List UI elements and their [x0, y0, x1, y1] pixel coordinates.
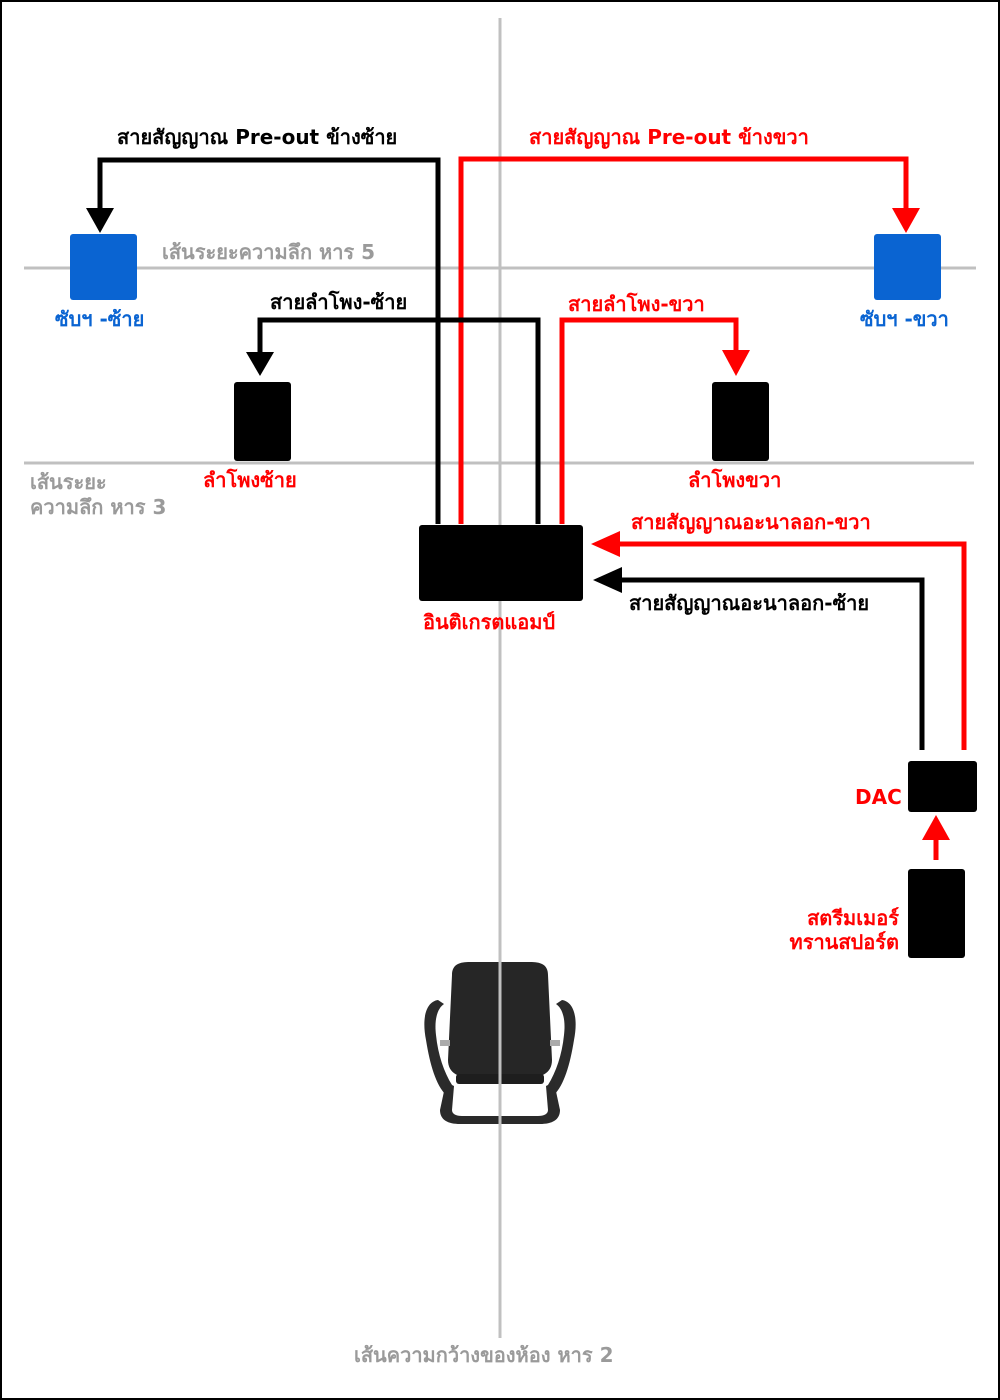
speaker-right-cable-label: สายลำโพง-ขวา [568, 292, 705, 316]
speaker-right-arrowhead [722, 350, 750, 376]
speaker-left-cable [257, 317, 541, 524]
preout-right-cable-label: สายสัญญาณ Pre-out ข้างขวา [529, 125, 809, 149]
preout-left-cable-label: สายสัญญาณ Pre-out ข้างซ้าย [117, 125, 398, 149]
streamer-to-dac-arrowhead [922, 815, 950, 840]
speaker-left-cable-label: สายลำโพง-ซ้าย [270, 290, 408, 314]
speaker-left-label: ลำโพงซ้าย [203, 468, 297, 492]
preout-right-arrowhead [892, 208, 920, 233]
preout-right-cable [458, 156, 909, 524]
dac-device [908, 761, 977, 812]
subwoofer-right [874, 234, 941, 300]
depth-3-guide-label-line2: ความลึก หาร 3 [30, 495, 167, 519]
speaker-right-label: ลำโพงขวา [688, 468, 782, 492]
analog-right-cable-label: สายสัญญาณอะนาลอก-ขวา [631, 510, 871, 534]
speaker-left [234, 382, 291, 461]
preout-left-cable [97, 157, 441, 524]
speaker-right [712, 382, 769, 461]
dac-label: DAC [855, 785, 902, 809]
preout-left-arrowhead [86, 208, 114, 233]
analog-right-cable [616, 541, 967, 750]
integrated-amp [419, 525, 583, 601]
streamer-label-line1: สตรีมเมอร์ [807, 906, 899, 930]
analog-left-arrowhead [593, 567, 622, 593]
analog-right-arrowhead [591, 531, 620, 557]
subwoofer-left-label: ซับฯ -ซ้าย [55, 307, 145, 331]
room-width-guide-label: เส้นความกว้างของห้อง หาร 2 [354, 1343, 614, 1367]
depth-5-guide-label: เส้นระยะความลึก หาร 5 [162, 240, 376, 264]
subwoofer-right-label: ซับฯ -ขวา [860, 307, 949, 331]
integrated-amp-label: อินติเกรตแอมป์ [423, 610, 556, 634]
analog-left-cable-label: สายสัญญาณอะนาลอก-ซ้าย [629, 591, 870, 615]
speaker-right-cable [559, 317, 739, 524]
subwoofer-left [70, 234, 137, 300]
streamer-label-line2: ทรานสปอร์ต [789, 930, 899, 954]
depth-3-guide-label-line1: เส้นระยะ [30, 470, 107, 494]
speaker-left-arrowhead [246, 352, 274, 376]
streamer-transport-device [908, 869, 965, 958]
analog-left-cable [618, 577, 925, 750]
